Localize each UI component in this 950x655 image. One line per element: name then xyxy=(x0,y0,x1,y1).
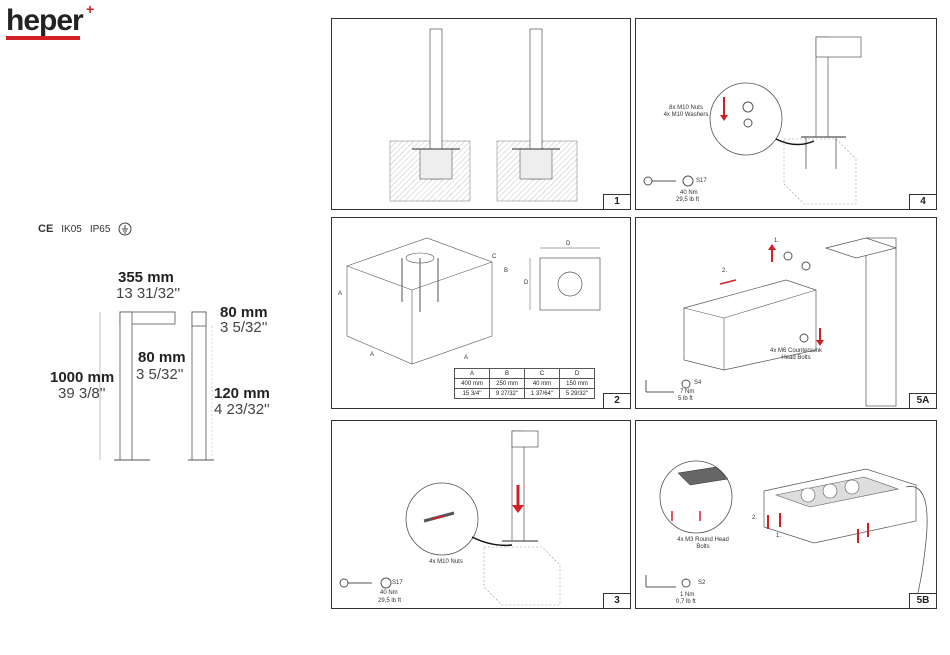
dim-height-in: 39 3/8'' xyxy=(58,385,106,402)
ik-rating: IK05 xyxy=(61,223,82,235)
label-a-bottom-left: A xyxy=(370,352,375,358)
table-cell: 9 27/32'' xyxy=(489,388,525,399)
table-header: B xyxy=(489,368,525,379)
logo-plus: + xyxy=(86,1,95,17)
step-3-torque-nm: 40 Nm xyxy=(380,590,398,596)
step-number: 4 xyxy=(909,194,936,209)
ip-rating: IP65 xyxy=(89,223,111,235)
step-4-torque-lb: 29,5 lb ft xyxy=(676,197,700,203)
table-header: D xyxy=(559,368,595,379)
label-a-left: A xyxy=(338,291,343,297)
table-cell: 400 mm xyxy=(454,378,490,389)
step-5a-bolts2: Head Bolts xyxy=(781,355,811,361)
step-4-torque-nm: 40 Nm xyxy=(680,190,698,196)
dim-width-in: 13 31/32'' xyxy=(116,285,181,302)
dim-head-in: 3 5/32'' xyxy=(220,319,268,336)
step-5a-step2: 2. xyxy=(722,268,728,274)
product-dimension-drawing xyxy=(99,311,214,461)
step-number: 5B xyxy=(909,593,936,608)
certifications: CE IK05 IP65 xyxy=(38,222,132,236)
dimensions-table: A B C D 400 mm 250 mm 40 mm 150 mm 15 3/… xyxy=(454,368,595,399)
step-5a-torque-lb: 5 lb ft xyxy=(678,396,693,402)
step-panel-5b: 2. 1. 4x M3 Round Head Bolts S2 1 Nm 0,7… xyxy=(635,420,937,609)
step-number: 1 xyxy=(603,194,630,209)
step-5b-torque-nm: 1 Nm xyxy=(680,592,695,598)
step-3-illustration xyxy=(339,430,561,606)
step-number: 3 xyxy=(603,593,630,608)
brand-logo: heper xyxy=(6,4,84,37)
label-a-bottom-right: A xyxy=(464,355,469,361)
step-5b-torque-lb: 0,7 lb ft xyxy=(676,599,696,605)
table-cell: 15 3/4'' xyxy=(454,388,490,399)
ground-icon xyxy=(118,222,132,236)
dim-height-mm: 1000 mm xyxy=(50,369,115,386)
step-5a-bolts: 4x M6 Countersunk xyxy=(769,348,823,354)
step-1-illustration xyxy=(389,28,578,202)
step-panel-3: 4x M10 Nuts S17 40 Nm 29,5 lb ft 3 xyxy=(331,420,631,609)
step-number: 5A xyxy=(909,393,936,408)
step-panel-5a: 1. 2. 4x M6 Countersunk Head Bolts S4 7 … xyxy=(635,217,937,409)
step-panel-4: 8x M10 Nuts 4x M10 Washers S17 40 Nm 29,… xyxy=(635,18,937,210)
step-4-nuts: 8x M10 Nuts xyxy=(669,105,703,111)
label-b: B xyxy=(504,268,509,274)
label-d-side: D xyxy=(524,280,529,286)
step-3-key: S17 xyxy=(392,580,403,586)
step-panel-2: A A A B C D D A B C D 400 mm 250 mm 40 m… xyxy=(331,217,631,409)
step-5a-key: S4 xyxy=(694,380,702,386)
dim-shaft-mm: 80 mm xyxy=(138,349,186,366)
step-panel-1: 1 xyxy=(331,18,631,210)
table-header: C xyxy=(524,368,560,379)
step-5b-step1: 1. xyxy=(776,533,782,539)
step-3-torque-lb: 29,5 lb ft xyxy=(378,598,402,604)
dim-base-mm: 120 mm xyxy=(214,385,270,402)
step-4-key: S17 xyxy=(696,178,707,184)
step-number: 2 xyxy=(603,393,630,408)
label-c: C xyxy=(492,254,497,260)
step-5a-step1: 1. xyxy=(774,238,780,244)
table-cell: 5 29/32'' xyxy=(559,388,595,399)
step-3-nuts: 4x M10 Nuts xyxy=(429,559,463,565)
step-5b-step2: 2. xyxy=(752,515,758,521)
table-cell: 250 mm xyxy=(489,378,525,389)
step-5b-key: S2 xyxy=(698,580,706,586)
table-cell: 150 mm xyxy=(559,378,595,389)
step-2-illustration xyxy=(346,237,601,365)
step-5a-illustration xyxy=(645,237,898,407)
table-cell: 40 mm xyxy=(524,378,560,389)
step-4-illustration xyxy=(643,36,862,205)
logo-underline xyxy=(6,36,80,40)
step-5b-bolts2: Bolts xyxy=(696,544,710,550)
dim-shaft-in: 3 5/32'' xyxy=(136,366,184,383)
table-header: A xyxy=(454,368,490,379)
step-5a-torque-nm: 7 Nm xyxy=(680,389,695,395)
ce-mark: CE xyxy=(38,223,54,235)
dim-head-mm: 80 mm xyxy=(220,304,268,321)
table-cell: 1 37/64'' xyxy=(524,388,560,399)
step-5b-bolts: 4x M3 Round Head xyxy=(677,537,729,543)
step-4-washers: 4x M10 Washers xyxy=(663,112,709,118)
label-d-top: D xyxy=(566,241,571,247)
dim-width-mm: 355 mm xyxy=(118,269,174,286)
dim-base-in: 4 23/32'' xyxy=(214,401,270,418)
step-5b-illustration xyxy=(645,460,928,609)
